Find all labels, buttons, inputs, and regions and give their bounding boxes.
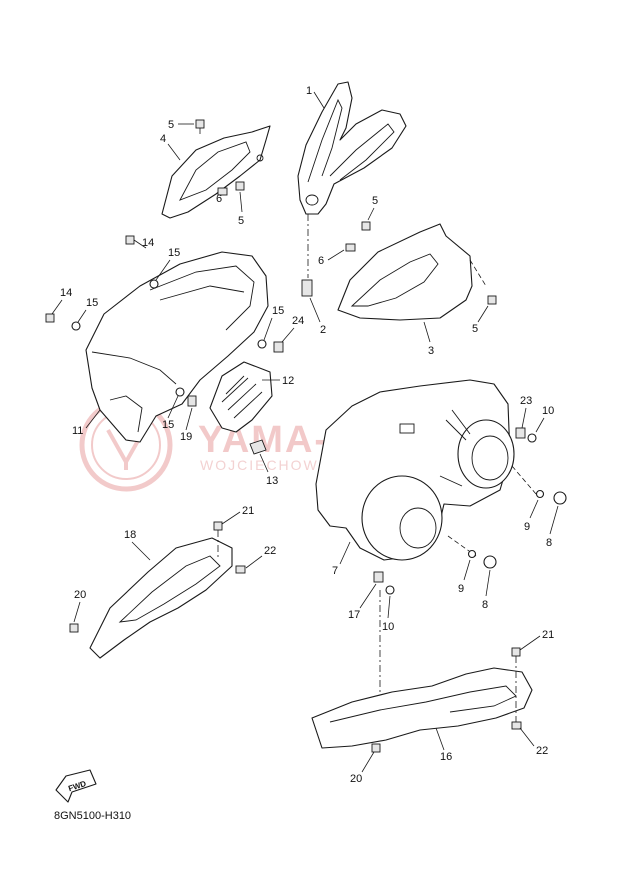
clip-19: [187, 395, 197, 407]
washer-15d: [175, 387, 185, 397]
callout-23: 23: [520, 395, 532, 407]
grommet-8a: [553, 491, 567, 505]
callout-15c: 15: [272, 305, 284, 317]
part-7-side-cover: [315, 379, 537, 700]
part-2-clip: [301, 214, 313, 297]
diagram-code: 8GN5100-H310: [54, 810, 132, 822]
callout-16: 16: [440, 751, 452, 763]
callout-14a: 14: [142, 237, 154, 249]
bolt-5a: [195, 119, 205, 134]
callout-18: 18: [124, 529, 136, 541]
bolt-21a: [213, 521, 223, 560]
callout-5a: 5: [168, 119, 174, 131]
callout-22a: 22: [264, 545, 276, 557]
hardware: [45, 119, 567, 753]
bolt-14a: [125, 235, 135, 245]
callout-9b: 9: [458, 583, 464, 595]
part-18-lower-cover: [89, 537, 233, 659]
clip-6a: [217, 187, 228, 196]
part-11-front-cowling: [85, 251, 269, 443]
clip-17: [373, 571, 384, 583]
washer-10a: [527, 433, 537, 443]
callout-3: 3: [428, 345, 434, 357]
bolt-20b: [371, 743, 381, 753]
clip-23: [515, 427, 526, 439]
part-3-side-panel: [337, 223, 487, 321]
callout-15b: 15: [86, 297, 98, 309]
callout-21a: 21: [242, 505, 254, 517]
callout-15d: 15: [162, 419, 174, 431]
callout-1: 1: [306, 85, 312, 97]
bolt-5d: [487, 295, 497, 305]
callout-20a: 20: [74, 589, 86, 601]
part-12-vent-duct: [209, 361, 273, 433]
callout-6b: 6: [318, 255, 324, 267]
collar-9a: [535, 489, 545, 499]
callout-17: 17: [348, 609, 360, 621]
callout-5b: 5: [238, 215, 244, 227]
bolt-20a: [69, 623, 79, 633]
clip-22a: [235, 565, 246, 574]
callout-9a: 9: [524, 521, 530, 533]
callout-21b: 21: [542, 629, 554, 641]
part-13-clip: [249, 439, 267, 455]
callout-2: 2: [320, 324, 326, 336]
bolt-14b: [45, 313, 55, 323]
bolt-5b: [235, 181, 245, 191]
callout-19: 19: [180, 431, 192, 443]
washer-15c: [257, 339, 267, 349]
callout-15a: 15: [168, 247, 180, 259]
callout-24: 24: [292, 315, 304, 327]
callout-8a: 8: [546, 537, 552, 549]
callout-22b: 22: [536, 745, 548, 757]
part-1-front-cowl: [297, 81, 407, 215]
clip-22b: [511, 721, 522, 730]
callout-12: 12: [282, 375, 294, 387]
callout-11: 11: [72, 425, 83, 437]
callout-10b: 10: [382, 621, 394, 633]
callout-14b: 14: [60, 287, 72, 299]
bolt-5c: [361, 221, 371, 231]
part-4-upper-panel: [161, 125, 271, 219]
callout-4: 4: [160, 133, 166, 145]
callouts: 1 2 3 4 5 5 5 5 6 6 7 8 8 9 9 10 10 11 1…: [51, 85, 559, 785]
callout-5c: 5: [372, 195, 378, 207]
washer-15b: [71, 321, 81, 331]
callout-8b: 8: [482, 599, 488, 611]
callout-5d: 5: [472, 323, 478, 335]
callout-6a: 6: [216, 193, 222, 205]
bolt-21b: [511, 647, 521, 722]
callout-10a: 10: [542, 405, 554, 417]
clip-6b: [345, 243, 356, 252]
callout-20b: 20: [350, 773, 362, 785]
washer-15a: [149, 279, 159, 289]
grommet-8b: [483, 555, 497, 569]
callout-7: 7: [332, 565, 338, 577]
callout-13: 13: [266, 475, 278, 487]
clip-24: [273, 341, 284, 353]
fwd-arrow-icon: FWD: [55, 769, 97, 803]
part-16-lower-cover: [311, 667, 533, 749]
washer-10b: [385, 585, 395, 595]
collar-9b: [467, 549, 477, 559]
